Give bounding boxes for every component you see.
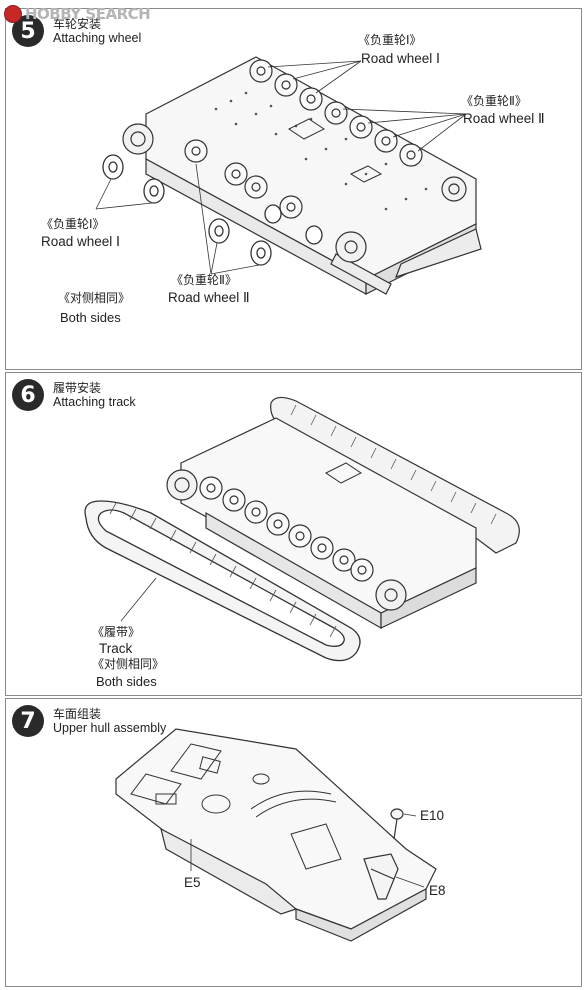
label-road-wheel-2-bottom-cn: 《负重轮Ⅱ》 [171,273,237,287]
upper-hull-details [130,743,342,870]
watermark-text: HOBBY SEARCH [25,5,151,23]
label-road-wheel-1-top-cn: 《负重轮Ⅰ》 [358,33,422,47]
label-road-wheel-1-left-en: Road wheel Ⅰ [41,234,121,249]
step-title-en: Attaching wheel [53,31,142,45]
step-number-badge: 6 [12,379,44,411]
drive-sprocket [166,469,198,501]
step-title-en: Attaching track [53,395,136,409]
step-5-drawing [95,56,482,296]
step-title-cn: 车轮安装 [53,17,102,31]
watermark: HOBBY SEARCH [4,3,151,25]
step-title-cn: 车面组装 [53,707,102,721]
part-e8 [363,853,399,900]
label-both-sides-cn: 《对侧相同》 [92,657,165,671]
step-7-drawing [115,728,437,942]
step-6-panel: 6 履带安装 Attaching track [5,372,582,696]
lower-hull-chassis [145,56,482,296]
mounted-road-wheels-bottom [184,139,303,219]
leader-lines [120,577,157,622]
step-5-panel: 5 车轮安装 Attaching wheel [5,8,582,370]
label-both-sides-en: Both sides [96,674,157,689]
idler-wheel [375,579,407,611]
drive-sprocket [122,123,154,155]
label-track-cn: 《履带》 [92,625,141,639]
loose-track [84,500,361,662]
step-title-cn: 履带安装 [53,381,102,395]
part-e10 [390,808,404,840]
label-both-sides-en: Both sides [60,310,121,325]
upper-hull [115,728,437,942]
step-number-badge: 7 [12,705,44,737]
label-part-e8: E8 [429,883,446,898]
leader-lines [190,813,425,888]
mounted-road-wheels-top [249,59,423,167]
step-number-badge: 5 [12,15,44,47]
track-link-ticks-far [290,404,497,525]
loose-road-wheels [102,154,323,266]
label-part-e5: E5 [184,875,201,890]
label-track-en: Track [99,641,133,656]
label-road-wheel-2-bottom-en: Road wheel Ⅱ [168,290,250,305]
step-7-panel: 7 车面组装 Upper hull assembly [5,698,582,987]
step-6-drawing [84,396,520,662]
label-road-wheel-1-left-cn: 《负重轮Ⅰ》 [41,217,105,231]
hull-hatch [325,462,362,484]
idler-wheel [335,176,467,263]
leader-lines [95,60,467,275]
label-road-wheel-1-top-en: Road wheel Ⅰ [361,51,441,66]
label-road-wheel-2-top-en: Road wheel Ⅱ [463,111,545,126]
label-part-e10: E10 [420,808,445,823]
label-both-sides-cn: 《对侧相同》 [58,291,131,305]
lower-hull-chassis [180,417,477,630]
label-road-wheel-2-top-cn: 《负重轮Ⅱ》 [461,94,527,108]
mounted-road-wheels [199,476,374,582]
watermark-logo-icon [4,5,22,23]
step-title-en: Upper hull assembly [53,721,167,735]
hull-hatch [288,118,383,183]
track-link-ticks [109,502,337,638]
